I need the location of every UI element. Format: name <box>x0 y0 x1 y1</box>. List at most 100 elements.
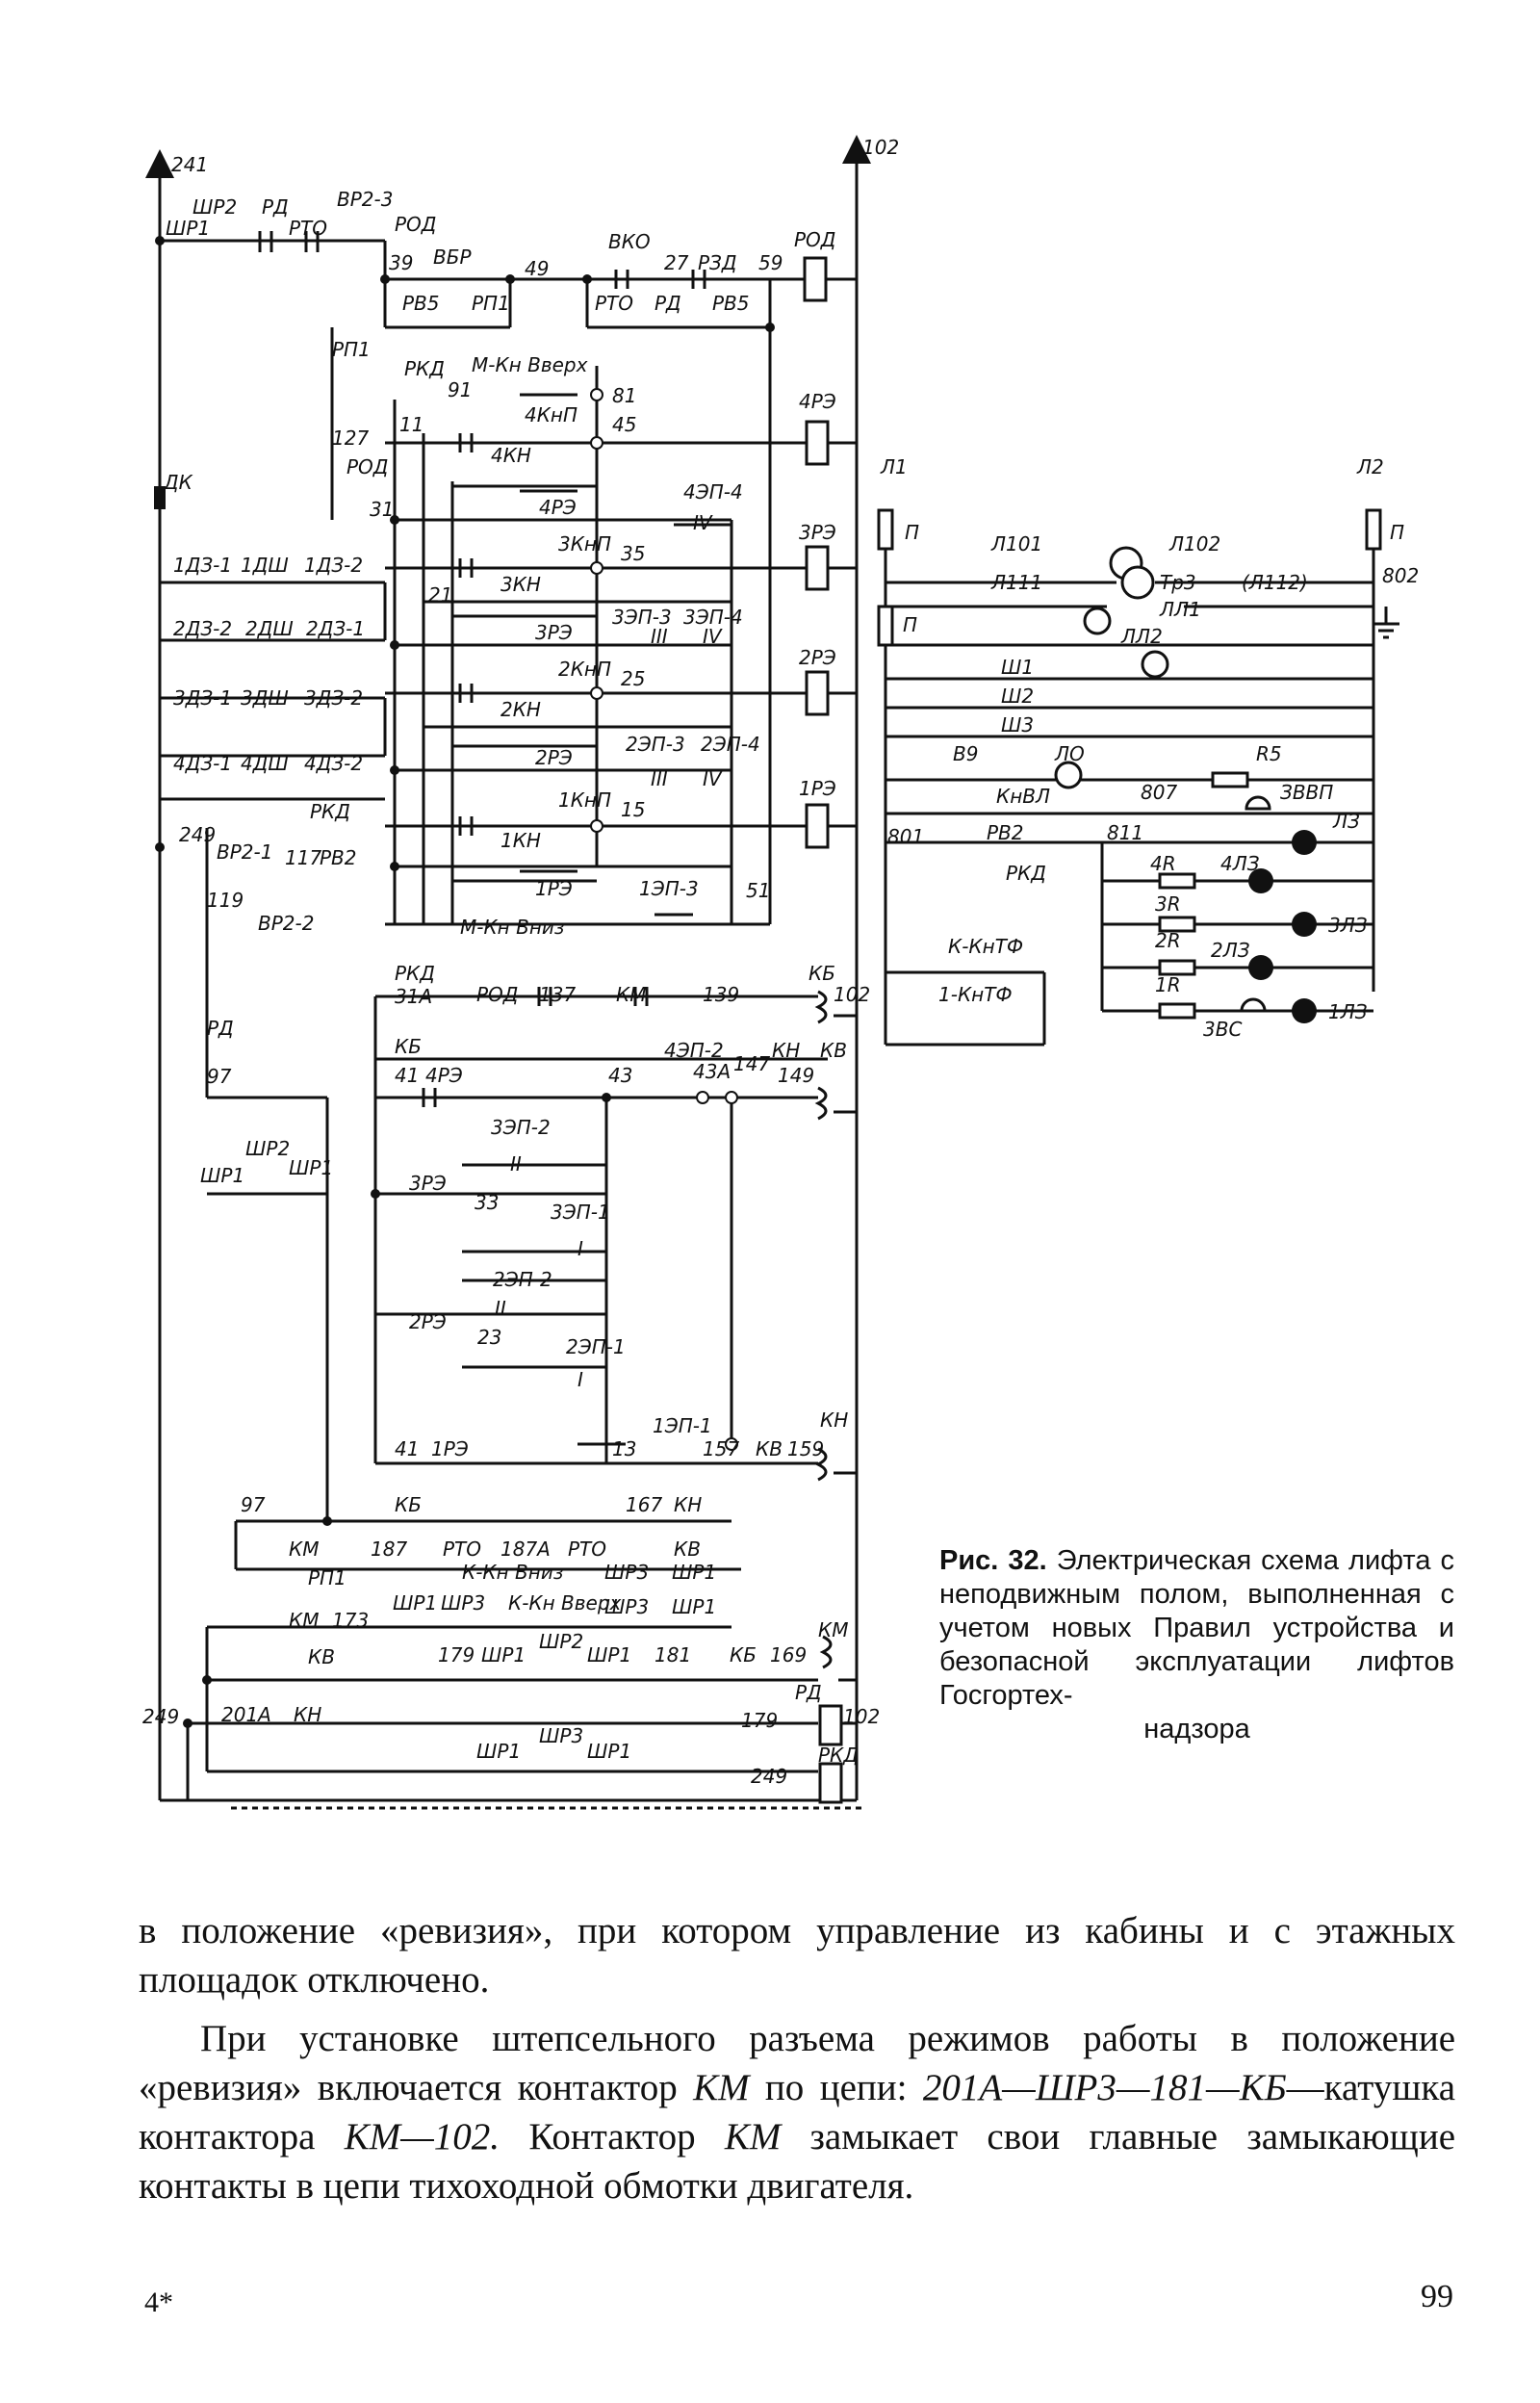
svg-text:3РЭ: 3РЭ <box>799 521 836 544</box>
contactor-km-ref-2: КМ <box>724 2116 782 2158</box>
lamp-1lz <box>1292 998 1317 1023</box>
svg-text:102: 102 <box>834 983 870 1006</box>
svg-text:Ш3: Ш3 <box>1001 713 1034 736</box>
svg-text:РОД: РОД <box>476 983 518 1006</box>
lighting-circuit <box>877 508 1399 1046</box>
svg-text:III: III <box>651 625 668 648</box>
svg-text:137: 137 <box>539 983 576 1006</box>
svg-text:3ЛЗ: 3ЛЗ <box>1328 914 1368 937</box>
svg-text:97: 97 <box>241 1493 266 1516</box>
svg-text:802: 802 <box>1382 564 1419 587</box>
svg-text:ШР1: ШР1 <box>166 217 210 240</box>
svg-text:4РЭ: 4РЭ <box>799 390 836 413</box>
2re-relay-coil <box>805 670 830 716</box>
svg-text:Л101: Л101 <box>990 532 1042 556</box>
svg-text:2ЭП-1: 2ЭП-1 <box>566 1335 626 1358</box>
svg-text:ЛЗ: ЛЗ <box>1332 810 1360 833</box>
fuse-left <box>877 508 894 551</box>
svg-text:102: 102 <box>862 136 899 159</box>
auxiliary-rail <box>186 828 329 1800</box>
svg-text:4ЭП-2: 4ЭП-2 <box>664 1039 724 1062</box>
svg-text:Л1: Л1 <box>880 455 908 478</box>
svg-text:1РЭ: 1РЭ <box>535 877 573 900</box>
svg-text:41: 41 <box>395 1437 419 1460</box>
svg-text:249: 249 <box>142 1705 179 1728</box>
rd-relay-coil <box>818 1704 843 1746</box>
diagram-labels: 241 102 ШР2 ШР1 РД РТО ВР2-3 РОД ВБР 39 … <box>142 136 1419 1788</box>
svg-text:РТО: РТО <box>289 217 327 240</box>
lamp-lz <box>1292 830 1317 855</box>
svg-text:1РЭ: 1РЭ <box>799 777 836 800</box>
svg-text:1РЭ: 1РЭ <box>431 1437 469 1460</box>
contactor-km-ref: КМ <box>693 2067 750 2108</box>
lamp-3lz <box>1292 912 1317 937</box>
svg-text:102: 102 <box>843 1705 880 1728</box>
svg-text:РТО: РТО <box>568 1537 606 1561</box>
paragraph-2-part-d: Контактор <box>528 2116 696 2158</box>
svg-text:К-КнТФ: К-КнТФ <box>948 935 1023 958</box>
svg-text:1ДШ: 1ДШ <box>241 554 289 577</box>
svg-text:187А: 187А <box>500 1537 551 1561</box>
svg-text:167: 167 <box>626 1493 662 1516</box>
svg-text:ВБР: ВБР <box>433 245 472 269</box>
svg-text:1ЛЗ: 1ЛЗ <box>1328 1000 1368 1023</box>
svg-text:187: 187 <box>371 1537 407 1561</box>
svg-text:КВ: КВ <box>756 1437 783 1460</box>
svg-text:ВКО: ВКО <box>608 230 651 253</box>
svg-text:РВ2: РВ2 <box>320 846 357 869</box>
svg-text:201А: 201А <box>221 1703 271 1726</box>
svg-text:КБ: КБ <box>730 1643 757 1667</box>
svg-text:31: 31 <box>370 498 394 521</box>
3re-relay-coil <box>805 545 830 591</box>
svg-text:ШР1: ШР1 <box>289 1156 333 1179</box>
svg-text:РКД: РКД <box>818 1744 859 1767</box>
svg-text:РКД: РКД <box>395 962 435 985</box>
figure-number: Рис. 32. <box>939 1545 1047 1576</box>
svg-text:К-Кн Вниз: К-Кн Вниз <box>462 1561 563 1584</box>
svg-text:15: 15 <box>621 798 645 821</box>
paragraph-2-part-c: —катушка контактора <box>139 2067 1456 2158</box>
bell-zvvp <box>1245 795 1271 811</box>
fuse-right <box>1365 508 1382 551</box>
svg-text:КН: КН <box>772 1039 800 1062</box>
svg-text:3ДЗ-2: 3ДЗ-2 <box>304 686 363 710</box>
paragraph-2-part-a: При установке штепсельного разъема режим… <box>139 2018 1455 2108</box>
drive-contactor-rungs <box>373 990 857 1482</box>
svg-text:РКД: РКД <box>404 357 445 380</box>
svg-text:3ДЗ-1: 3ДЗ-1 <box>173 686 232 710</box>
svg-text:807: 807 <box>1141 781 1177 804</box>
svg-text:4РЭ: 4РЭ <box>425 1064 463 1087</box>
svg-text:КМ: КМ <box>289 1609 319 1632</box>
svg-text:РД: РД <box>795 1681 822 1704</box>
svg-text:ШР1: ШР1 <box>200 1164 244 1187</box>
paragraph-2-part-b: по цепи: <box>764 2067 908 2108</box>
svg-text:49: 49 <box>525 257 549 280</box>
svg-text:1ДЗ-2: 1ДЗ-2 <box>304 554 363 577</box>
svg-text:РОД: РОД <box>794 228 835 251</box>
figure-caption-text: Электрическая схема лифта с неподвижным … <box>939 1545 1454 1711</box>
svg-text:ШР1: ШР1 <box>587 1740 631 1763</box>
svg-text:Л2: Л2 <box>1356 455 1384 478</box>
svg-text:39: 39 <box>389 251 413 274</box>
svg-text:РД: РД <box>207 1017 234 1040</box>
svg-text:П: П <box>903 613 917 636</box>
svg-text:I: I <box>578 1237 583 1260</box>
svg-text:801: 801 <box>887 825 924 848</box>
svg-text:II: II <box>495 1297 506 1320</box>
svg-text:4ДЗ-2: 4ДЗ-2 <box>304 752 363 775</box>
svg-text:РП1: РП1 <box>472 292 510 315</box>
svg-text:ЛО: ЛО <box>1054 742 1085 765</box>
svg-text:11: 11 <box>399 413 424 436</box>
rod-relay-coil <box>803 256 828 302</box>
door-contact-chain <box>154 481 387 801</box>
svg-text:РВ5: РВ5 <box>402 292 440 315</box>
figure-caption-last-line: надзора <box>1143 1714 1250 1744</box>
svg-text:П: П <box>1390 521 1404 544</box>
svg-text:249: 249 <box>179 823 216 846</box>
svg-text:КнВЛ: КнВЛ <box>996 785 1050 808</box>
power-rails <box>145 135 871 1810</box>
svg-text:241: 241 <box>171 153 208 176</box>
svg-text:IV: IV <box>703 625 723 648</box>
svg-text:181: 181 <box>654 1643 691 1667</box>
